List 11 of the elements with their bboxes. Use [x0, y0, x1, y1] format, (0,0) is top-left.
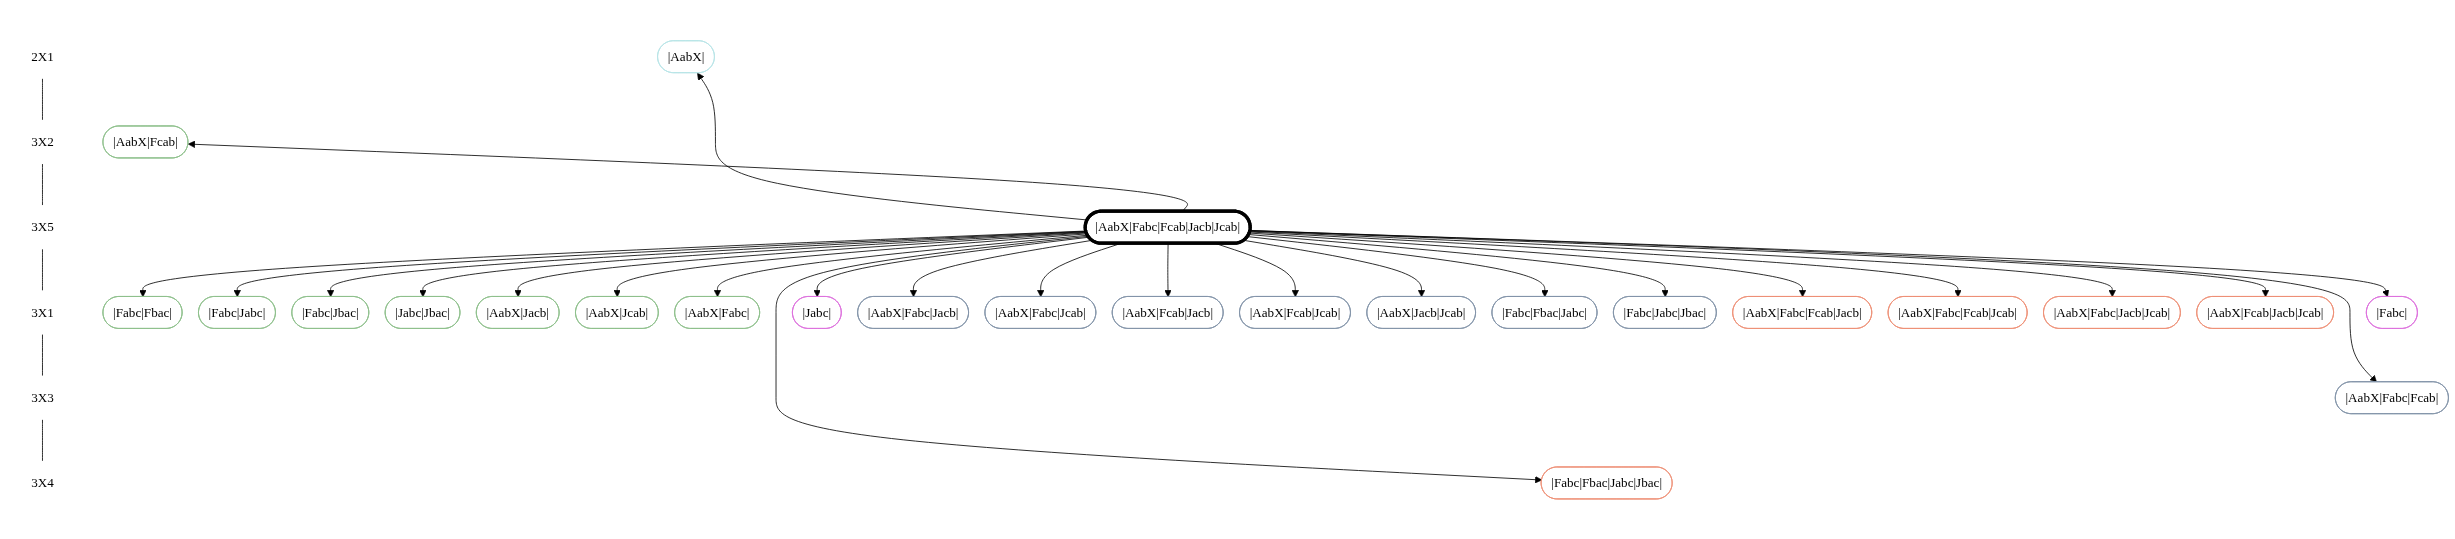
connector	[42, 333, 43, 376]
node-text: 2X1	[31, 48, 54, 63]
connector	[42, 163, 43, 206]
node-text: 3X4	[31, 475, 54, 490]
connector	[42, 248, 43, 291]
node-text: 3X1	[31, 304, 54, 319]
node-text: 3X2	[31, 134, 54, 149]
connector	[42, 78, 43, 120]
connector	[42, 419, 43, 461]
node-text: 3X3	[31, 389, 54, 404]
node-text: 3X5	[31, 219, 54, 234]
